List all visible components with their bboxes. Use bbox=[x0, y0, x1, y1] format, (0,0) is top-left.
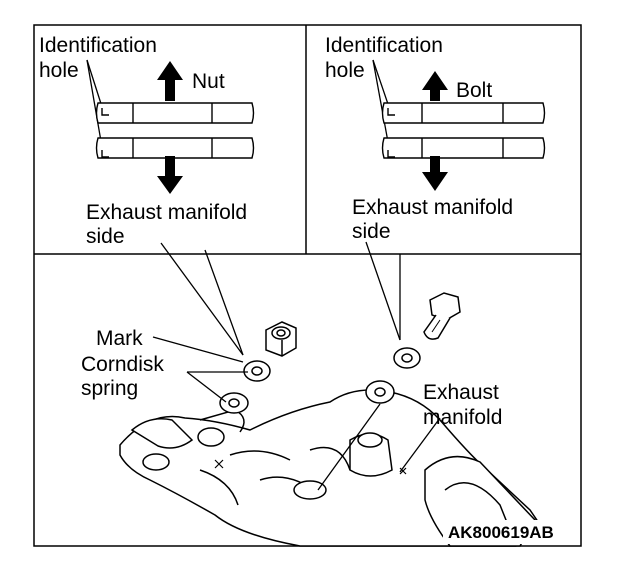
right-hole-label: hole bbox=[325, 59, 365, 82]
nut-part bbox=[265, 321, 297, 357]
right-side-label-2: side bbox=[352, 220, 391, 243]
right-washer-top bbox=[381, 102, 546, 124]
left-washer-bottom bbox=[95, 137, 255, 159]
right-washer-bottom bbox=[381, 137, 546, 159]
left-fastener-label: Nut bbox=[192, 70, 225, 93]
right-detail-panel: Identification hole Bolt Exhaust manifol… bbox=[325, 34, 546, 243]
manifold-label: Exhaust bbox=[423, 381, 499, 404]
left-side-label: Exhaust manifold bbox=[86, 201, 247, 224]
manifold-label-2: manifold bbox=[423, 406, 502, 429]
main-leader-lines bbox=[152, 336, 441, 491]
mark-label: Mark bbox=[96, 327, 143, 350]
spring-label: Corndisk bbox=[81, 353, 164, 376]
up-arrow-icon bbox=[157, 61, 183, 101]
down-arrow-icon bbox=[157, 156, 183, 194]
left-side-label-2: side bbox=[86, 225, 125, 248]
up-arrow-icon bbox=[422, 71, 448, 101]
bolt-part bbox=[423, 292, 461, 340]
figure-code: AK800619AB bbox=[448, 523, 554, 542]
right-identification-label: Identification bbox=[325, 34, 443, 57]
left-hole-label: hole bbox=[39, 59, 79, 82]
figure-code-backing bbox=[443, 520, 579, 544]
right-side-label: Exhaust manifold bbox=[352, 196, 513, 219]
panel-callout-lines bbox=[160, 241, 401, 356]
down-arrow-icon bbox=[422, 156, 448, 191]
spring-label-2: spring bbox=[81, 377, 138, 400]
left-washer-top bbox=[95, 102, 255, 124]
left-detail-panel: Identification hole Nut Exhaust manifold bbox=[39, 34, 255, 248]
washer-parts bbox=[219, 347, 421, 414]
right-fastener-label: Bolt bbox=[456, 79, 492, 102]
left-identification-label: Identification bbox=[39, 34, 157, 57]
